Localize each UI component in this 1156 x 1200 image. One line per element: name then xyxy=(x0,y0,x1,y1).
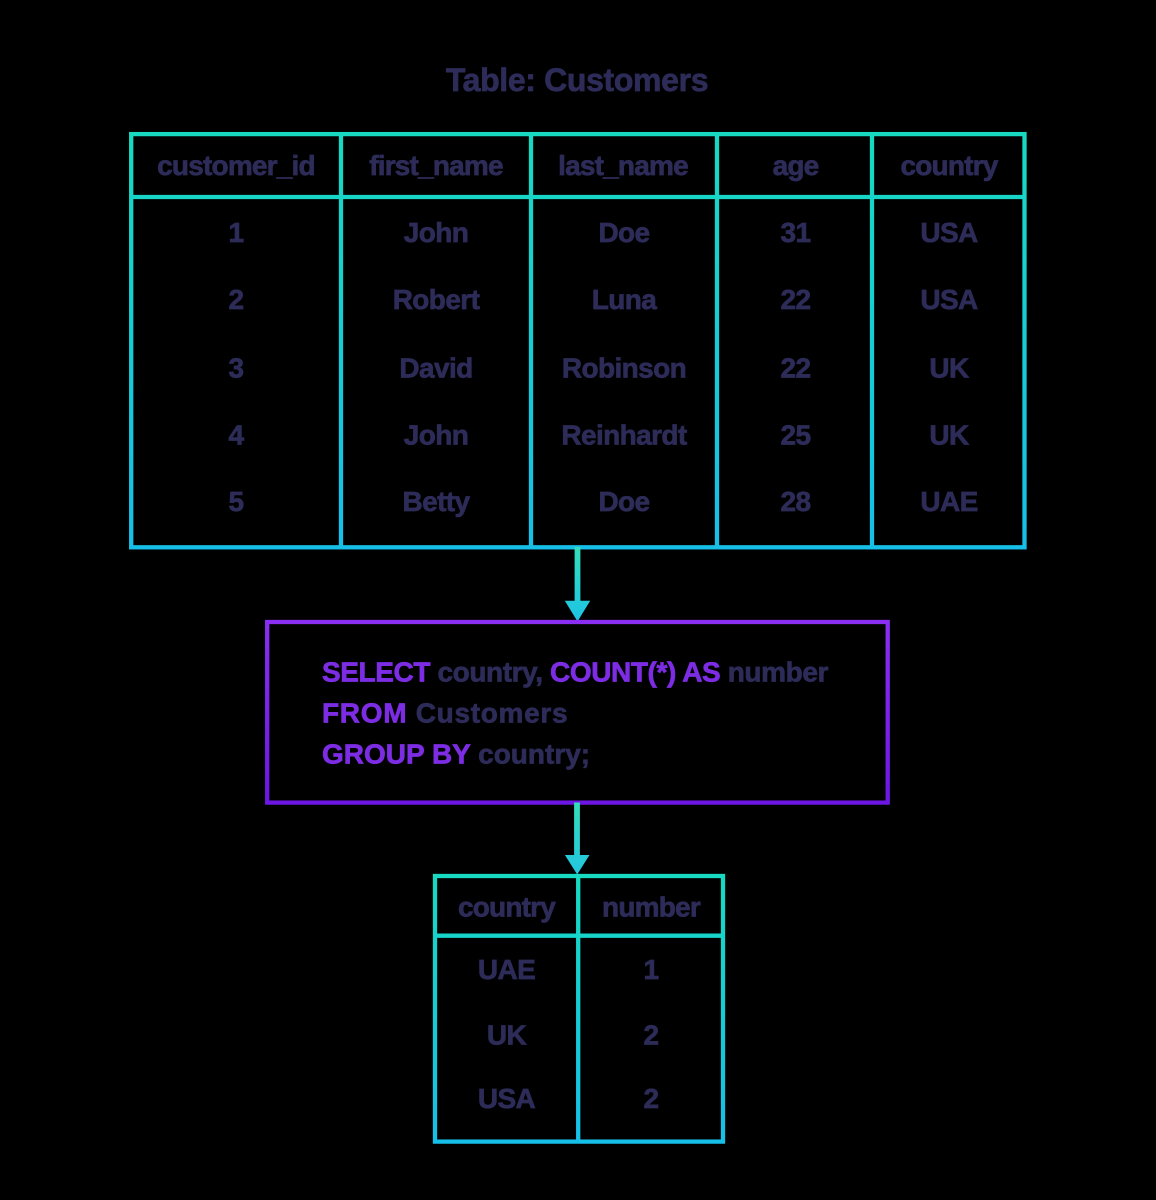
svg-text:UAE: UAE xyxy=(478,954,535,985)
svg-text:5: 5 xyxy=(229,486,244,517)
svg-text:UK: UK xyxy=(929,353,969,384)
svg-text:22: 22 xyxy=(781,353,811,384)
svg-text:Doe: Doe xyxy=(598,486,649,517)
svg-text:Robinson: Robinson xyxy=(562,353,686,384)
svg-text:UK: UK xyxy=(487,1020,527,1051)
svg-text:Doe: Doe xyxy=(598,217,649,248)
svg-text:Betty: Betty xyxy=(402,486,470,517)
svg-text:1: 1 xyxy=(229,217,244,248)
svg-text:SELECT country, COUNT(*) AS nu: SELECT country, COUNT(*) AS number xyxy=(322,657,828,688)
svg-text:1: 1 xyxy=(644,954,659,985)
svg-text:country: country xyxy=(458,892,556,923)
svg-text:22: 22 xyxy=(781,284,811,315)
svg-text:country: country xyxy=(900,150,998,181)
svg-text:4: 4 xyxy=(229,420,245,451)
svg-text:25: 25 xyxy=(781,420,811,451)
svg-text:UK: UK xyxy=(929,420,969,451)
svg-text:UAE: UAE xyxy=(920,486,977,517)
svg-text:Robert: Robert xyxy=(393,284,480,315)
svg-text:customer_id: customer_id xyxy=(157,150,315,181)
svg-text:Luna: Luna xyxy=(592,284,658,315)
svg-text:John: John xyxy=(404,217,468,248)
svg-text:GROUP BY country;: GROUP BY country; xyxy=(322,739,590,770)
svg-text:Reinhardt: Reinhardt xyxy=(561,420,687,451)
svg-text:John: John xyxy=(404,420,468,451)
svg-text:3: 3 xyxy=(229,353,244,384)
svg-text:31: 31 xyxy=(781,217,811,248)
svg-text:last_name: last_name xyxy=(558,150,688,181)
svg-text:Table: Customers: Table: Customers xyxy=(446,62,708,98)
svg-text:2: 2 xyxy=(229,284,244,315)
svg-text:David: David xyxy=(399,353,472,384)
svg-text:USA: USA xyxy=(920,217,978,248)
svg-text:2: 2 xyxy=(644,1020,659,1051)
svg-text:2: 2 xyxy=(644,1083,659,1114)
svg-text:number: number xyxy=(602,892,701,923)
svg-text:USA: USA xyxy=(478,1083,536,1114)
svg-text:FROM Customers: FROM Customers xyxy=(322,698,568,729)
svg-text:age: age xyxy=(773,150,819,181)
svg-text:28: 28 xyxy=(781,486,811,517)
svg-text:USA: USA xyxy=(920,284,978,315)
svg-text:first_name: first_name xyxy=(369,150,503,181)
